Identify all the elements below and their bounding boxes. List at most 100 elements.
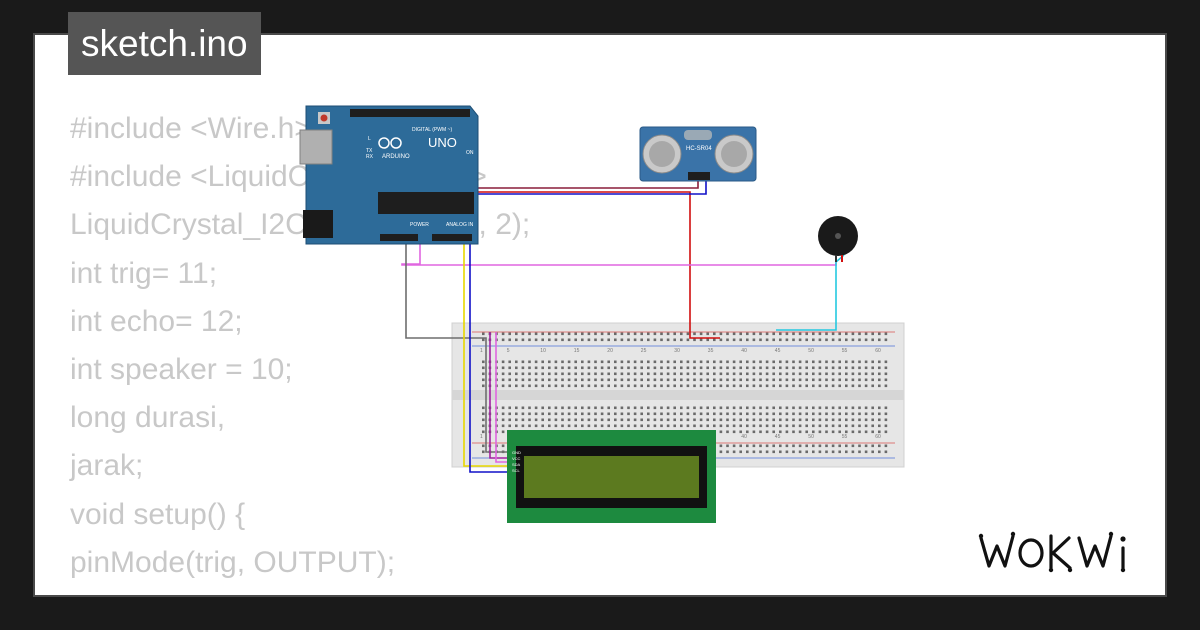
breadboard-hole <box>587 418 591 422</box>
code-line: long durasi, <box>70 401 226 435</box>
breadboard-hole <box>600 372 604 376</box>
breadboard-hole <box>620 424 624 428</box>
breadboard-hole <box>501 406 505 410</box>
breadboard-hole <box>620 360 624 364</box>
breadboard-hole <box>851 450 855 454</box>
breadboard-hole <box>614 406 617 410</box>
breadboard-hole <box>759 450 762 454</box>
breadboard-hole <box>752 384 756 388</box>
breadboard-hole <box>746 430 749 434</box>
breadboard-hole <box>554 406 558 410</box>
breadboard-hole <box>818 418 822 422</box>
breadboard-column-number: 50 <box>808 434 814 440</box>
breadboard-hole <box>831 412 835 416</box>
breadboard-hole <box>858 372 861 376</box>
breadboard-hole <box>594 418 597 422</box>
breadboard-hole <box>739 378 742 382</box>
breadboard-hole <box>600 338 604 342</box>
breadboard-hole <box>792 338 795 342</box>
breadboard-hole <box>647 360 650 364</box>
code-line: int trig= 11; <box>70 256 218 290</box>
breadboard-hole <box>719 378 723 382</box>
breadboard-hole <box>680 338 683 342</box>
breadboard-hole <box>620 366 624 370</box>
breadboard-hole <box>693 384 696 388</box>
breadboard-hole <box>508 338 511 342</box>
breadboard-hole <box>812 430 815 434</box>
breadboard-hole <box>673 338 676 342</box>
logo-letter-w <box>979 534 1015 568</box>
breadboard-hole <box>851 406 855 410</box>
breadboard-hole <box>640 372 643 376</box>
rx-label: RX <box>366 154 374 160</box>
breadboard-hole <box>726 338 729 342</box>
breadboard-hole <box>541 406 544 410</box>
breadboard-hole <box>666 406 670 410</box>
breadboard-hole <box>818 332 822 336</box>
breadboard-hole <box>851 332 855 336</box>
breadboard-hole <box>501 444 505 448</box>
breadboard-hole <box>825 338 828 342</box>
breadboard-hole <box>541 424 544 428</box>
breadboard-hole <box>838 384 841 388</box>
breadboard-hole <box>627 418 630 422</box>
sensor-crystal <box>684 130 712 140</box>
breadboard-hole <box>864 418 868 422</box>
breadboard-column-number: 40 <box>741 434 747 440</box>
breadboard-hole <box>726 384 729 388</box>
breadboard-hole <box>640 424 643 428</box>
breadboard-hole <box>607 378 610 382</box>
code-line: #include <Wire.h> <box>70 112 312 145</box>
breadboard-hole <box>686 406 690 410</box>
power-label: POWER <box>410 222 429 228</box>
file-title: sketch.ino <box>68 12 261 75</box>
breadboard-hole <box>884 430 888 434</box>
breadboard-hole <box>600 360 604 364</box>
breadboard-hole <box>858 406 861 410</box>
analog-label: ANALOG IN <box>446 222 474 228</box>
breadboard-hole <box>779 424 782 428</box>
breadboard-hole <box>772 450 775 454</box>
breadboard-column-number: 30 <box>674 348 680 354</box>
breadboard-hole <box>587 366 591 370</box>
breadboard-hole <box>581 360 584 364</box>
breadboard-hole <box>607 332 610 336</box>
breadboard-hole <box>878 338 881 342</box>
breadboard-hole <box>574 424 577 428</box>
breadboard-hole <box>838 424 841 428</box>
breadboard-hole <box>772 412 775 416</box>
breadboard-hole <box>515 378 518 382</box>
breadboard-hole <box>759 332 762 336</box>
buzzer-hole-icon <box>835 233 841 239</box>
breadboard-hole <box>752 444 756 448</box>
arduino-uno: UNO ARDUINO DIGITAL (PWM ~) POWER ANALOG… <box>299 105 479 245</box>
breadboard-hole <box>640 378 643 382</box>
breadboard-hole <box>871 384 874 388</box>
breadboard-hole <box>831 424 835 428</box>
breadboard-hole <box>706 412 709 416</box>
breadboard-hole <box>594 338 597 342</box>
breadboard-hole <box>627 412 630 416</box>
microcontroller-chip <box>378 192 474 214</box>
breadboard-hole <box>713 366 716 370</box>
breadboard-hole <box>825 430 828 434</box>
breadboard-hole <box>779 444 782 448</box>
breadboard-hole <box>515 332 518 336</box>
breadboard-hole <box>792 450 795 454</box>
breadboard-hole <box>581 384 584 388</box>
breadboard-hole <box>746 378 749 382</box>
breadboard-hole <box>759 366 762 370</box>
breadboard-hole <box>772 424 775 428</box>
breadboard-hole <box>587 360 591 364</box>
breadboard-hole <box>508 378 511 382</box>
breadboard-hole <box>501 338 505 342</box>
breadboard-hole <box>581 378 584 382</box>
breadboard-hole <box>653 412 657 416</box>
breadboard-hole <box>792 366 795 370</box>
breadboard-hole <box>765 406 769 410</box>
breadboard-hole <box>732 406 736 410</box>
breadboard-hole <box>845 430 848 434</box>
breadboard-hole <box>772 372 775 376</box>
breadboard-hole <box>686 332 690 336</box>
breadboard-hole <box>680 412 683 416</box>
